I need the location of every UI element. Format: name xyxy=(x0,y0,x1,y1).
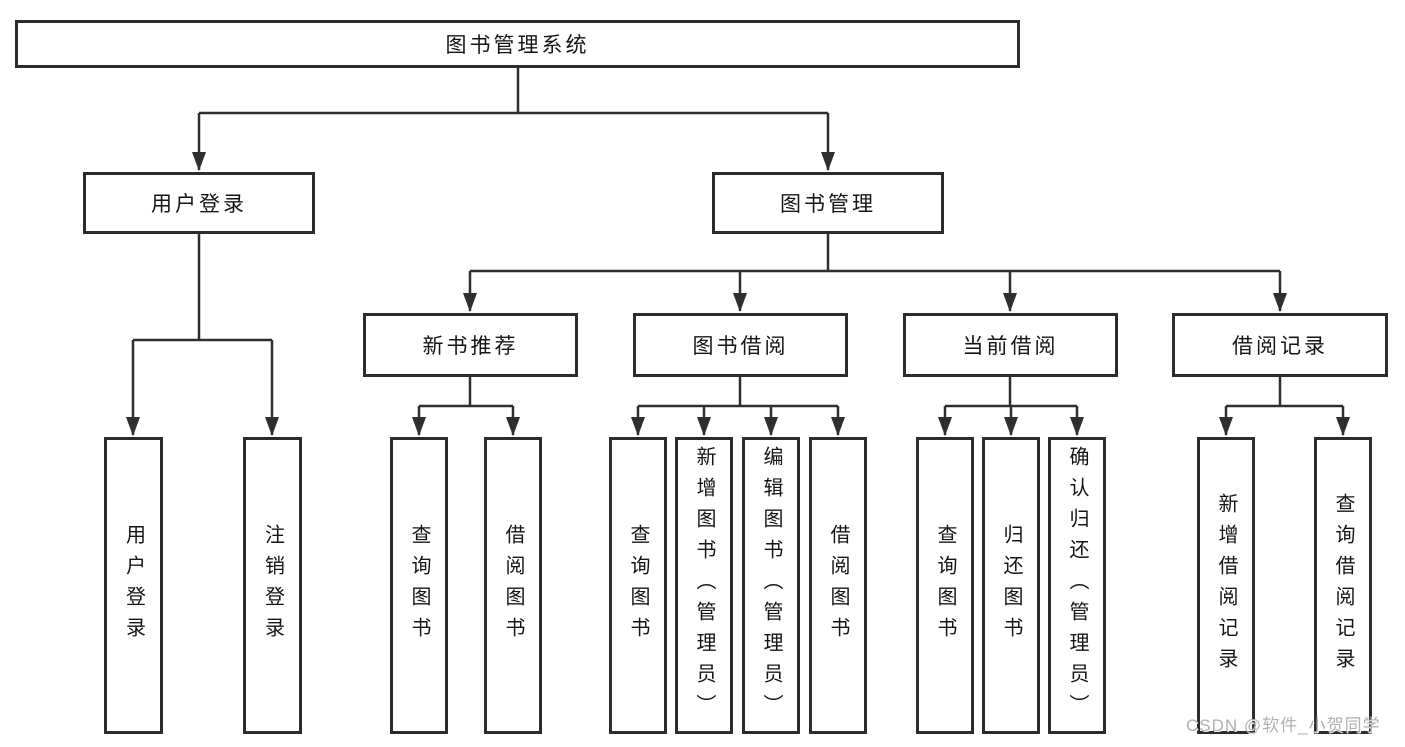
leaf-user-login: 用户登录 xyxy=(104,437,163,734)
leaf-records-query-record: 查询借阅记录 xyxy=(1314,437,1372,734)
node-user-login: 用户登录 xyxy=(83,172,315,234)
leaf-borrow-query-book: 查询图书 xyxy=(609,437,667,734)
node-label: 用户登录 xyxy=(151,193,247,216)
leaf-current-query-book: 查询图书 xyxy=(916,437,974,734)
node-label: 借阅记录 xyxy=(1232,335,1328,358)
leaf-borrow-edit-book-admin: 编辑图书（管理员） xyxy=(742,437,800,734)
leaf-recommend-query-book: 查询图书 xyxy=(390,437,448,734)
leaf-borrow-borrow-book: 借阅图书 xyxy=(809,437,867,734)
node-new-book-recommend: 新书推荐 xyxy=(363,313,578,377)
node-book-management: 图书管理 xyxy=(712,172,944,234)
node-label: 确认归还（管理员） xyxy=(1066,446,1088,725)
leaf-recommend-borrow-book: 借阅图书 xyxy=(484,437,542,734)
leaf-current-confirm-return-admin: 确认归还（管理员） xyxy=(1048,437,1106,734)
node-book-borrow: 图书借阅 xyxy=(633,313,848,377)
leaf-logout: 注销登录 xyxy=(243,437,302,734)
leaf-current-return-book: 归还图书 xyxy=(982,437,1040,734)
node-label: 注销登录 xyxy=(261,523,284,648)
node-label: 查询借阅记录 xyxy=(1332,492,1354,679)
node-label: 查询图书 xyxy=(408,523,430,648)
node-label: 查询图书 xyxy=(934,523,956,648)
node-label: 新书推荐 xyxy=(422,335,519,358)
leaf-borrow-add-book-admin: 新增图书（管理员） xyxy=(675,437,733,734)
node-label: 当前借阅 xyxy=(962,335,1059,358)
node-label: 借阅图书 xyxy=(827,523,849,648)
node-label: 用户登录 xyxy=(122,523,145,648)
csdn-watermark: CSDN @软件_小贺同学 xyxy=(1186,716,1381,735)
node-label: 图书借阅 xyxy=(692,335,789,358)
node-label: 查询图书 xyxy=(627,523,649,648)
node-label: 编辑图书（管理员） xyxy=(760,446,782,725)
leaf-records-add-record: 新增借阅记录 xyxy=(1197,437,1255,734)
node-label: 新增借阅记录 xyxy=(1215,492,1237,679)
node-label: 归还图书 xyxy=(1000,523,1022,648)
node-current-borrow: 当前借阅 xyxy=(903,313,1118,377)
node-borrow-records: 借阅记录 xyxy=(1172,313,1388,377)
node-library-system: 图书管理系统 xyxy=(15,20,1020,68)
node-label: 新增图书（管理员） xyxy=(693,446,715,725)
node-label: 图书管理 xyxy=(780,193,876,216)
node-label: 借阅图书 xyxy=(502,523,524,648)
node-label: 图书管理系统 xyxy=(445,34,590,57)
